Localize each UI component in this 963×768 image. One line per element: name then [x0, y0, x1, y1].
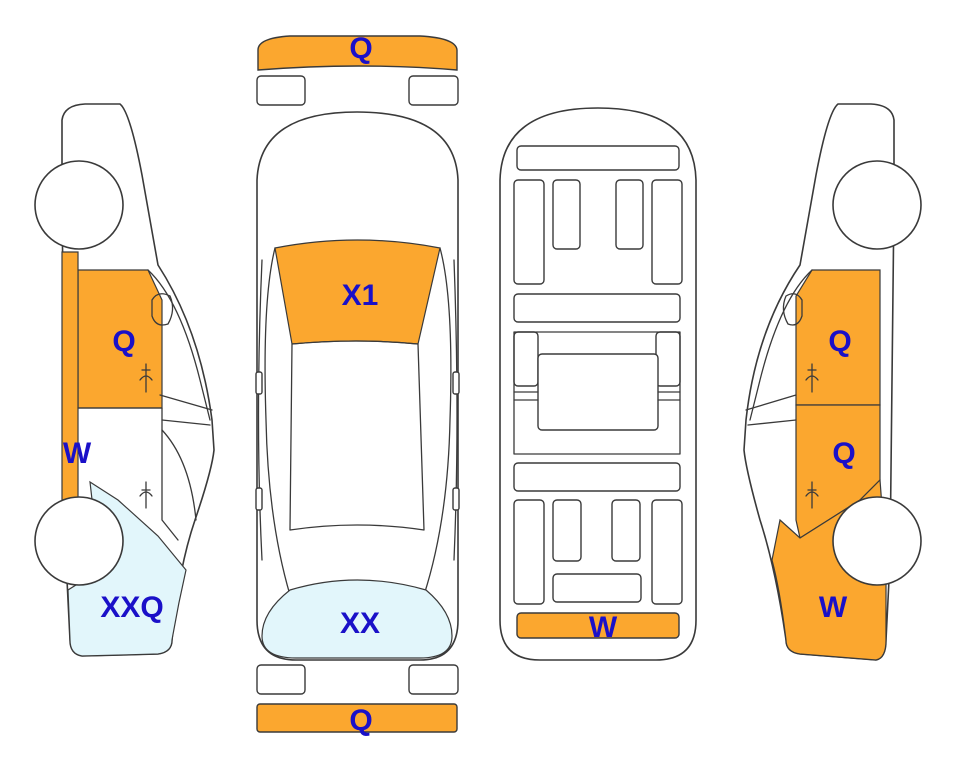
- underbody-tunnel-right: [657, 391, 681, 401]
- underbody-crossmember-front: [513, 293, 681, 323]
- rear-bumper-label: Q: [349, 704, 372, 737]
- right-rear-wheel: [832, 496, 922, 586]
- right-front-door-label: Q: [828, 325, 851, 358]
- top-right-rear-handle: [452, 487, 460, 511]
- left-side-door-gap: [77, 407, 179, 541]
- underbody-tunnel-left: [513, 391, 539, 401]
- underbody-front-left-rail: [513, 179, 545, 285]
- rear-right-light: [408, 664, 459, 695]
- right-front-wheel: [832, 160, 922, 250]
- top-view-right-inner: [453, 259, 458, 561]
- underbody-rear-left-rail: [513, 499, 545, 605]
- right-rear-handle: [805, 481, 819, 509]
- left-rocker-label: W: [63, 437, 92, 470]
- left-side-window-line: [147, 269, 211, 421]
- left-side-view: Q W XXQ: [34, 103, 215, 657]
- underbody-center-pan: [537, 353, 659, 431]
- underbody-rear-bar: [552, 573, 642, 603]
- rear-left-light: [256, 664, 306, 695]
- top-view-body: [256, 111, 459, 661]
- left-rear-quarter-label: XXQ: [100, 591, 163, 624]
- rear-window-label: XX: [340, 607, 380, 640]
- right-front-handle: [805, 363, 819, 393]
- right-side-mirror: [782, 293, 803, 326]
- front-bumper-damage: [257, 35, 458, 71]
- left-rear-wheel: [34, 496, 124, 586]
- windshield-label: X1: [342, 279, 379, 312]
- underbody-right-floor-front: [655, 331, 681, 387]
- underbody-left-floor-front: [513, 331, 539, 387]
- underbody-front-bar: [516, 145, 680, 171]
- underbody-front-right-rail: [651, 179, 683, 285]
- underbody-front-right-mount: [615, 179, 644, 250]
- rear-window-damage: [261, 579, 453, 659]
- right-side-window-lower: [747, 419, 797, 426]
- underbody-floor-outline: [513, 331, 681, 455]
- left-side-belt-line: [159, 394, 213, 411]
- right-rear-door-label: Q: [832, 437, 855, 470]
- left-side-window-lower: [161, 419, 211, 426]
- left-front-handle: [139, 363, 153, 393]
- front-right-light: [408, 75, 459, 106]
- underbody-view: W: [499, 107, 697, 661]
- top-right-mirror: [452, 371, 460, 395]
- top-view-left-inner: [257, 259, 263, 561]
- underbody-rear-damage: [516, 612, 680, 639]
- underbody-rear-left-mount: [552, 499, 582, 562]
- rear-bumper-damage: [256, 703, 458, 733]
- left-front-wheel: [34, 160, 124, 250]
- top-view-right-pillar: [423, 247, 452, 596]
- left-side-mirror: [151, 293, 174, 326]
- underbody-rear-right-rail: [651, 499, 683, 605]
- top-view: Q X1 XX Q: [255, 32, 460, 737]
- top-view-roof: [289, 340, 425, 531]
- underbody-front-left-mount: [552, 179, 581, 250]
- underbody-crossmember-rear: [513, 462, 681, 492]
- front-bumper-label: Q: [349, 32, 372, 65]
- top-view-left-pillar: [264, 247, 291, 596]
- left-front-door-label: Q: [112, 325, 135, 358]
- underbody-rear-right-mount: [611, 499, 641, 562]
- right-side-belt-line: [745, 394, 797, 411]
- left-side-rear-window: [161, 429, 197, 521]
- underbody-rear-label: W: [589, 611, 618, 644]
- top-left-mirror: [255, 371, 263, 395]
- right-side-view: Q Q W: [743, 103, 922, 661]
- top-left-rear-handle: [255, 487, 263, 511]
- right-side-window-line: [749, 269, 813, 421]
- right-rear-quarter-label: W: [819, 591, 848, 624]
- front-left-light: [256, 75, 306, 106]
- left-rear-handle: [139, 481, 153, 509]
